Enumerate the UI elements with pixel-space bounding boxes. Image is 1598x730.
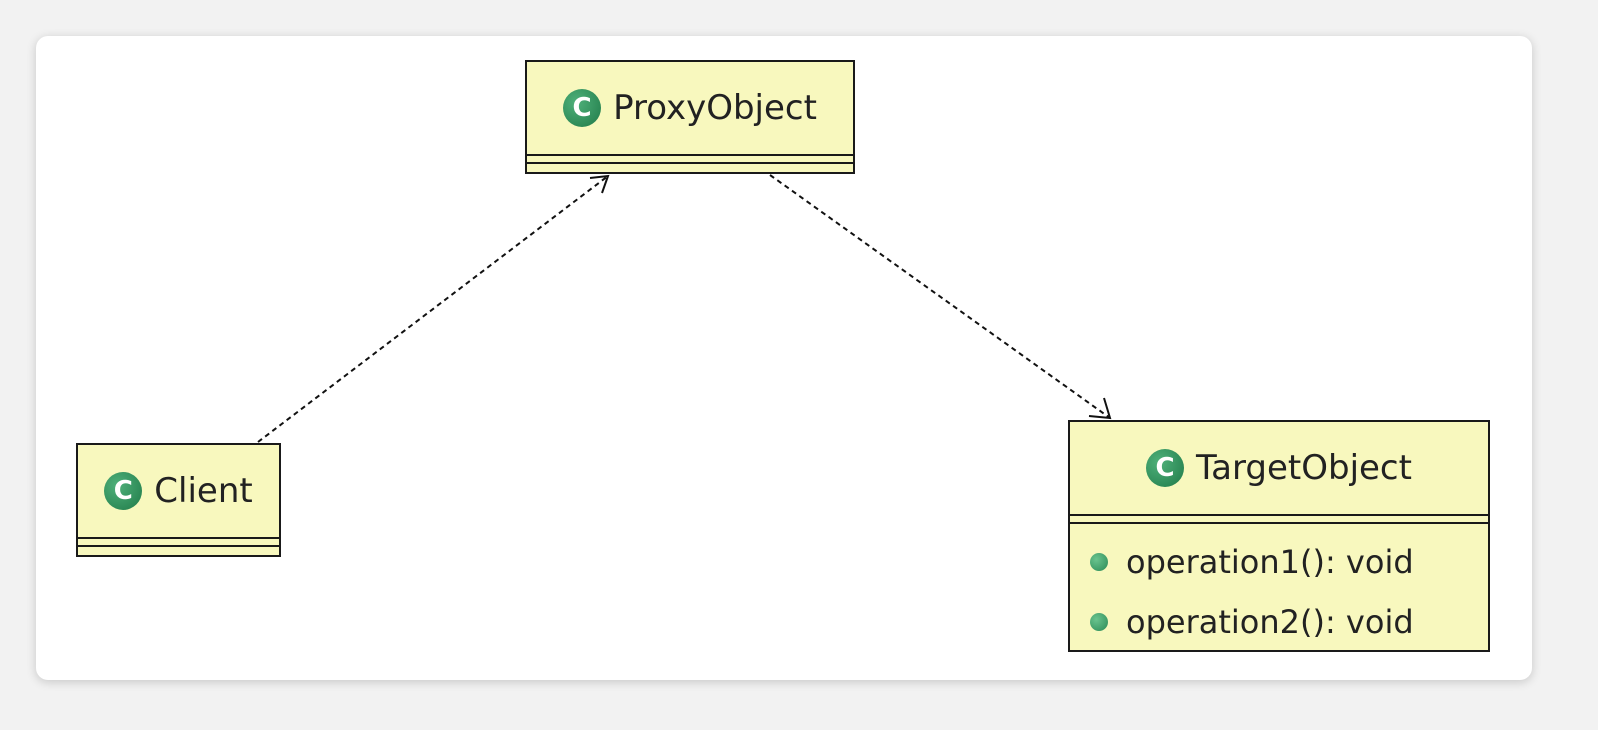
operation-signature: operation2(): void: [1126, 603, 1414, 641]
class-header: C ProxyObject: [527, 62, 853, 154]
attributes-compartment: [1070, 514, 1488, 522]
operations-compartment: [527, 162, 853, 164]
class-client[interactable]: C Client: [76, 443, 281, 557]
operation-item[interactable]: operation2(): void: [1090, 592, 1488, 652]
class-name: Client: [154, 471, 253, 511]
class-header: C Client: [78, 445, 279, 537]
class-name: ProxyObject: [613, 88, 817, 128]
operations-compartment: operation1(): void operation2(): void: [1070, 522, 1488, 656]
class-icon: C: [1146, 449, 1185, 487]
operations-compartment: [78, 545, 279, 547]
class-proxyobject[interactable]: C ProxyObject: [525, 60, 855, 174]
attributes-compartment: [527, 154, 853, 162]
class-icon: C: [104, 472, 143, 510]
class-header: C TargetObject: [1070, 422, 1488, 514]
class-icon: C: [563, 89, 602, 127]
attributes-compartment: [78, 537, 279, 545]
class-name: TargetObject: [1196, 448, 1412, 488]
public-method-icon: [1090, 613, 1108, 631]
operation-signature: operation1(): void: [1126, 543, 1414, 581]
operation-item[interactable]: operation1(): void: [1090, 532, 1488, 592]
class-targetobject[interactable]: C TargetObject operation1(): void operat…: [1068, 420, 1490, 652]
public-method-icon: [1090, 553, 1108, 571]
